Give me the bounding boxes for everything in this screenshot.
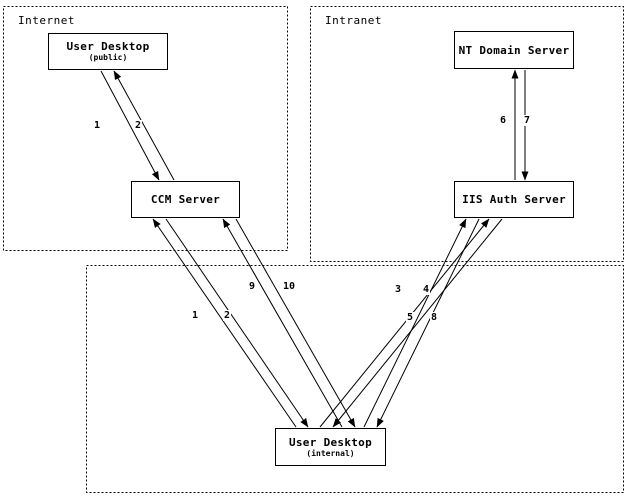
edge-line-edge-9 bbox=[222, 218, 343, 428]
edge-label-edge-8: 8 bbox=[430, 312, 439, 323]
node-user-desktop-public[interactable]: User Desktop(public) bbox=[48, 33, 168, 70]
edge-line-edge-4 bbox=[376, 218, 480, 428]
edge-label-edge-6: 6 bbox=[499, 115, 508, 126]
node-iis-auth-server[interactable]: IIS Auth Server bbox=[454, 181, 574, 218]
edge-line-edge-10 bbox=[235, 218, 356, 428]
zone-rects-group bbox=[3, 6, 624, 493]
edge-line-edge-1-public bbox=[100, 70, 160, 181]
edge-label-edge-5: 5 bbox=[406, 312, 415, 323]
edge-line-edge-1-internal bbox=[152, 218, 297, 428]
edge-label-edge-2-public: 2 bbox=[134, 120, 143, 131]
edge-label-edge-10: 10 bbox=[282, 281, 297, 292]
zone-label-internet: Internet bbox=[18, 14, 75, 27]
edge-label-edge-2-internal: 2 bbox=[223, 310, 232, 321]
edge-line-edge-3 bbox=[363, 218, 467, 428]
node-title-iis-auth-server: IIS Auth Server bbox=[462, 193, 566, 206]
edge-line-edge-2-internal bbox=[165, 218, 309, 428]
edge-lines-group bbox=[100, 69, 529, 428]
edge-label-edge-1-public: 1 bbox=[93, 120, 102, 131]
node-subtitle-user-desktop-public: (public) bbox=[88, 53, 128, 62]
zone-boundary-internal bbox=[86, 265, 624, 493]
node-user-desktop-internal[interactable]: User Desktop(internal) bbox=[275, 428, 386, 466]
edge-line-edge-8 bbox=[332, 218, 503, 428]
zone-boundary-internet bbox=[3, 6, 288, 251]
edge-line-edge-2-public bbox=[113, 70, 175, 181]
edge-label-edge-4: 4 bbox=[422, 284, 431, 295]
edge-label-edge-7: 7 bbox=[523, 115, 532, 126]
edge-label-edge-9: 9 bbox=[248, 281, 257, 292]
node-title-nt-domain-server: NT Domain Server bbox=[458, 43, 570, 57]
edge-label-edge-3: 3 bbox=[394, 284, 403, 295]
node-title-ccm-server: CCM Server bbox=[150, 193, 221, 206]
node-ccm-server[interactable]: CCM Server bbox=[131, 181, 240, 218]
zone-label-intranet: Intranet bbox=[325, 14, 382, 27]
node-title-user-desktop-internal: User Desktop bbox=[288, 435, 373, 449]
edge-line-edge-5 bbox=[319, 218, 490, 428]
node-nt-domain-server[interactable]: NT Domain Server bbox=[454, 31, 574, 69]
edge-label-edge-1-internal: 1 bbox=[191, 310, 200, 321]
node-title-user-desktop-public: User Desktop bbox=[66, 40, 150, 53]
node-subtitle-user-desktop-internal: (internal) bbox=[306, 448, 355, 458]
